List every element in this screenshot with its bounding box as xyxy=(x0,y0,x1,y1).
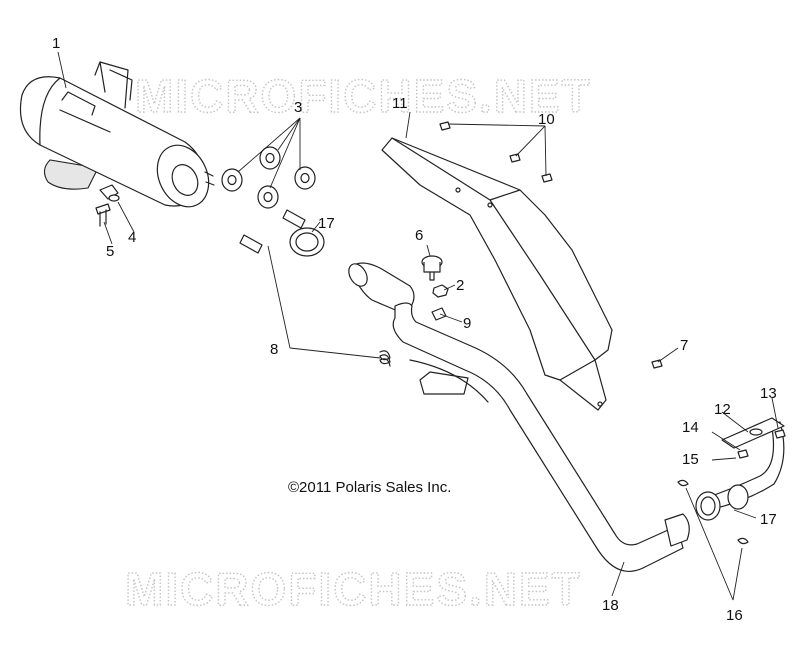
grommet-part-3[interactable] xyxy=(221,146,316,209)
callout-18: 18 xyxy=(602,597,619,614)
callout-11: 11 xyxy=(392,95,408,112)
heat-shield-part-11[interactable] xyxy=(381,137,613,411)
muffler-part[interactable] xyxy=(19,61,218,215)
bolt-part-7[interactable] xyxy=(651,359,663,369)
sensor-part-6[interactable] xyxy=(421,255,443,281)
callout-4: 4 xyxy=(128,229,136,246)
gasket-part-17[interactable] xyxy=(289,227,325,257)
callout-7: 7 xyxy=(680,337,688,354)
watermark-top: MICROFICHES.NET xyxy=(135,70,592,122)
callout-2: 2 xyxy=(456,277,464,294)
callout-17-left: 17 xyxy=(318,215,335,232)
leader-lines xyxy=(57,51,779,601)
callout-10: 10 xyxy=(538,111,555,128)
head-pipe-part-18[interactable] xyxy=(345,261,786,572)
callout-3: 3 xyxy=(294,99,302,116)
callout-12: 12 xyxy=(714,401,731,418)
nut-part-2[interactable] xyxy=(432,284,449,298)
watermark-bottom: MICROFICHES.NET xyxy=(125,563,582,615)
callout-15: 15 xyxy=(682,451,699,468)
callout-9: 9 xyxy=(463,315,471,332)
spring-part-16[interactable] xyxy=(677,479,749,545)
callout-17-right: 17 xyxy=(760,511,777,528)
callout-labels: 1 3 11 10 4 5 17 6 2 9 8 7 13 12 14 15 1… xyxy=(52,35,777,624)
fitting-part-9[interactable] xyxy=(431,307,447,321)
copyright-notice: ©2011 Polaris Sales Inc. xyxy=(288,479,451,496)
callout-13: 13 xyxy=(760,385,777,402)
spacer-part-8[interactable] xyxy=(239,209,391,367)
callout-8: 8 xyxy=(270,341,278,358)
callout-1: 1 xyxy=(52,35,60,52)
callout-6: 6 xyxy=(415,227,423,244)
bolt-part-5[interactable] xyxy=(95,203,111,227)
callout-5: 5 xyxy=(106,243,114,260)
washer-part-4[interactable] xyxy=(108,194,120,202)
bolt-part-10[interactable] xyxy=(439,121,553,183)
callout-14: 14 xyxy=(682,419,699,436)
callout-16: 16 xyxy=(726,607,743,624)
